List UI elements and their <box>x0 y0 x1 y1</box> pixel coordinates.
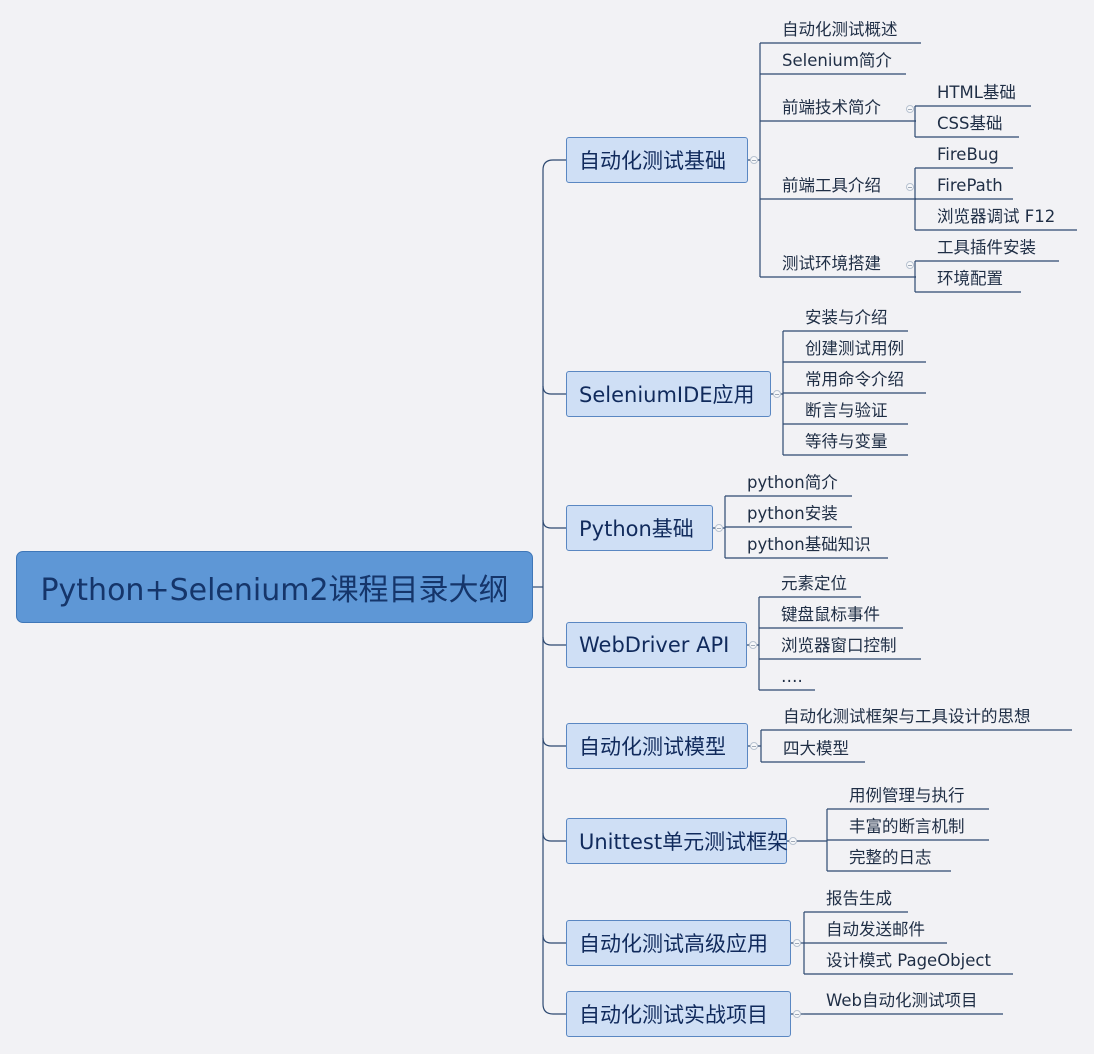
subtopic[interactable]: 用例管理与执行 <box>849 786 965 805</box>
branch-connector <box>542 385 566 395</box>
branch-connector <box>542 737 566 747</box>
subtopic[interactable]: python基础知识 <box>747 535 871 554</box>
sub-subtopic[interactable]: CSS基础 <box>937 114 1003 133</box>
subtopic[interactable]: 断言与验证 <box>805 401 888 420</box>
branch-topic[interactable]: 自动化测试基础 <box>566 137 748 183</box>
subtopic[interactable]: 浏览器窗口控制 <box>781 636 897 655</box>
collapse-toggle[interactable] <box>749 641 757 649</box>
collapse-toggle[interactable] <box>715 524 723 532</box>
collapse-toggle[interactable] <box>906 105 914 113</box>
subtopic[interactable]: python简介 <box>747 473 838 492</box>
collapse-toggle[interactable] <box>793 1010 801 1018</box>
branch-topic[interactable]: SeleniumIDE应用 <box>566 371 771 417</box>
branch-topic[interactable]: 自动化测试模型 <box>566 723 748 769</box>
collapse-toggle[interactable] <box>750 156 758 164</box>
root-topic[interactable]: Python+Selenium2课程目录大纲 <box>16 551 533 623</box>
branch-topic[interactable]: 自动化测试实战项目 <box>566 991 791 1037</box>
sub-subtopic[interactable]: HTML基础 <box>937 83 1016 102</box>
branch-topic[interactable]: Unittest单元测试框架 <box>566 818 788 864</box>
branch-connector <box>542 832 566 842</box>
subtopic[interactable]: 等待与变量 <box>805 432 888 451</box>
collapse-toggle[interactable] <box>906 183 914 191</box>
subtopic[interactable]: Web自动化测试项目 <box>826 991 978 1010</box>
subtopic[interactable]: 安装与介绍 <box>805 308 888 327</box>
branch-connector <box>542 159 566 171</box>
subtopic[interactable]: 设计模式 PageObject <box>826 951 991 970</box>
sub-subtopic[interactable]: 环境配置 <box>937 269 1003 288</box>
collapse-toggle[interactable] <box>750 742 758 750</box>
subtopic[interactable]: Selenium简介 <box>782 51 892 70</box>
subtopic[interactable]: 键盘鼠标事件 <box>781 605 880 624</box>
branch-connector <box>542 934 566 944</box>
subtopic[interactable]: 自动发送邮件 <box>826 920 925 939</box>
subtopic[interactable]: 自动化测试框架与工具设计的思想 <box>783 707 1031 726</box>
branch-connector <box>542 519 566 529</box>
subtopic[interactable]: python安装 <box>747 504 838 523</box>
collapse-toggle[interactable] <box>793 939 801 947</box>
subtopic[interactable]: 前端技术简介 <box>782 98 881 117</box>
subtopic[interactable]: 元素定位 <box>781 574 847 593</box>
sub-subtopic[interactable]: 工具插件安装 <box>937 238 1036 257</box>
branch-connector <box>542 636 566 646</box>
subtopic[interactable]: 四大模型 <box>783 739 849 758</box>
subtopic[interactable]: 创建测试用例 <box>805 339 904 358</box>
branch-topic[interactable]: Python基础 <box>566 505 713 551</box>
subtopic[interactable]: 报告生成 <box>826 889 892 908</box>
subtopic[interactable]: 测试环境搭建 <box>782 254 881 273</box>
sub-subtopic[interactable]: FireBug <box>937 145 999 164</box>
subtopic[interactable]: 自动化测试概述 <box>782 20 898 39</box>
subtopic[interactable]: 前端工具介绍 <box>782 176 881 195</box>
subtopic[interactable]: 完整的日志 <box>849 848 932 867</box>
branch-connector <box>542 1003 566 1015</box>
subtopic[interactable]: 丰富的断言机制 <box>849 817 965 836</box>
sub-subtopic[interactable]: FirePath <box>937 176 1003 195</box>
collapse-toggle[interactable] <box>906 261 914 269</box>
collapse-toggle[interactable] <box>789 837 797 845</box>
collapse-toggle[interactable] <box>773 390 781 398</box>
subtopic[interactable]: …. <box>781 667 803 686</box>
sub-subtopic[interactable]: 浏览器调试 F12 <box>937 207 1056 226</box>
subtopic[interactable]: 常用命令介绍 <box>805 370 904 389</box>
branch-topic[interactable]: 自动化测试高级应用 <box>566 920 791 966</box>
branch-topic[interactable]: WebDriver API <box>566 622 747 668</box>
